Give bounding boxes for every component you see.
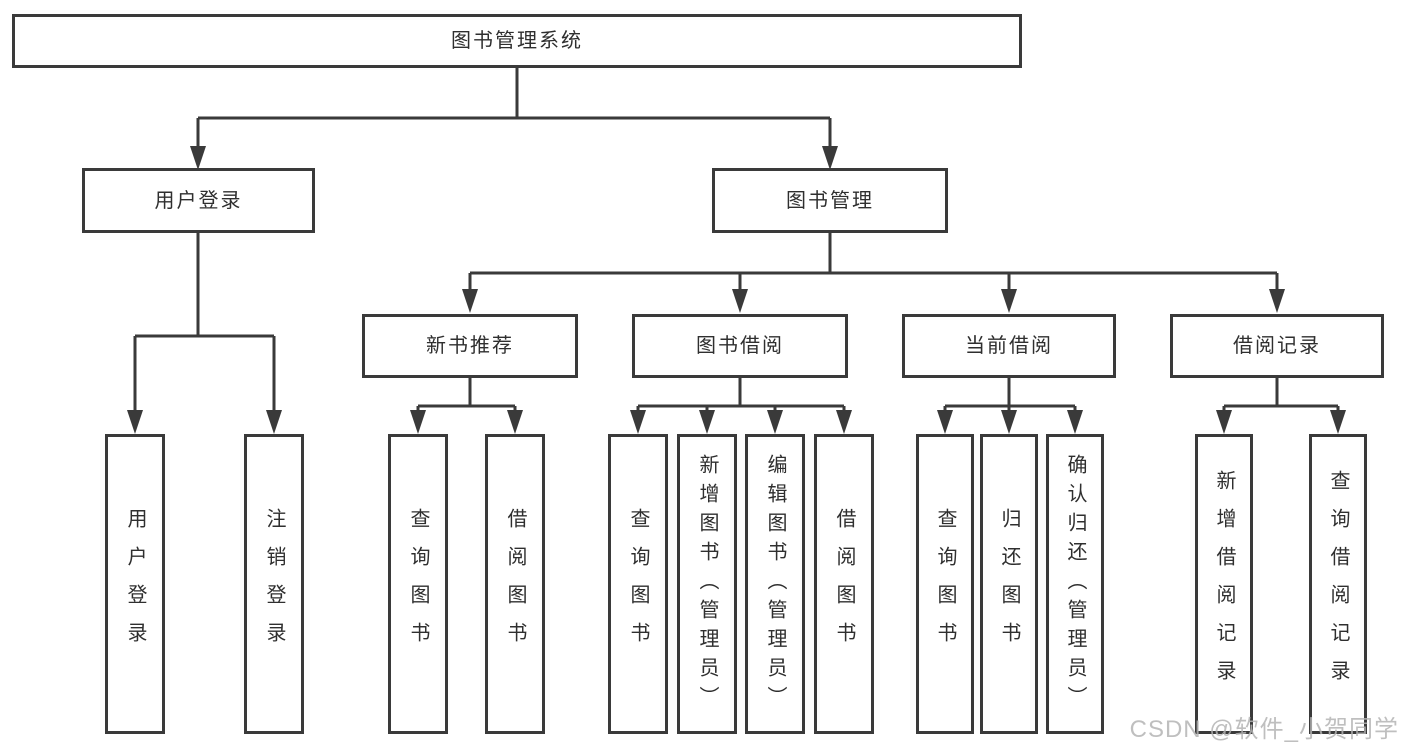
node-book-borrowing: 图书借阅 bbox=[632, 314, 848, 378]
node-borrowing-records: 借阅记录 bbox=[1170, 314, 1384, 378]
leaf-user-login-label: 用户登录 bbox=[124, 508, 146, 660]
node-root: 图书管理系统 bbox=[12, 14, 1022, 68]
node-new-book-recommend: 新书推荐 bbox=[362, 314, 578, 378]
leaf-logout-label: 注销登录 bbox=[263, 508, 285, 660]
leaf-borrowing-query-books-label: 查询图书 bbox=[627, 508, 649, 660]
leaf-edit-books-admin: 编辑图书（管理员） bbox=[745, 434, 805, 734]
node-user-login: 用户登录 bbox=[82, 168, 315, 233]
leaf-edit-books-admin-label: 编辑图书（管理员） bbox=[764, 453, 786, 715]
leaf-query-borrow-record: 查询借阅记录 bbox=[1309, 434, 1367, 734]
node-book-management-label: 图书管理 bbox=[786, 189, 874, 212]
leaf-return-books-label: 归还图书 bbox=[998, 508, 1020, 660]
node-borrowing-records-label: 借阅记录 bbox=[1233, 335, 1321, 357]
leaf-current-query-books-label: 查询图书 bbox=[934, 508, 956, 660]
node-book-management: 图书管理 bbox=[712, 168, 948, 233]
leaf-add-borrow-record-label: 新增借阅记录 bbox=[1213, 470, 1235, 698]
arrowheads bbox=[127, 146, 1346, 434]
node-book-borrowing-label: 图书借阅 bbox=[696, 335, 784, 357]
leaf-add-borrow-record: 新增借阅记录 bbox=[1195, 434, 1253, 734]
leaf-recommend-query-books-label: 查询图书 bbox=[407, 508, 429, 660]
leaf-add-books-admin-label: 新增图书（管理员） bbox=[696, 453, 718, 715]
node-current-borrowing-label: 当前借阅 bbox=[965, 335, 1053, 357]
leaf-confirm-return-admin-label: 确认归还（管理员） bbox=[1064, 453, 1086, 715]
leaf-user-login: 用户登录 bbox=[105, 434, 165, 734]
leaf-recommend-borrow-books: 借阅图书 bbox=[485, 434, 545, 734]
leaf-confirm-return-admin: 确认归还（管理员） bbox=[1046, 434, 1104, 734]
leaf-recommend-borrow-books-label: 借阅图书 bbox=[504, 508, 526, 660]
node-new-book-recommend-label: 新书推荐 bbox=[426, 335, 514, 357]
node-current-borrowing: 当前借阅 bbox=[902, 314, 1116, 378]
leaf-borrowing-query-books: 查询图书 bbox=[608, 434, 668, 734]
leaf-borrow-books-label: 借阅图书 bbox=[833, 508, 855, 660]
leaf-add-books-admin: 新增图书（管理员） bbox=[677, 434, 737, 734]
leaf-logout: 注销登录 bbox=[244, 434, 304, 734]
leaf-return-books: 归还图书 bbox=[980, 434, 1038, 734]
leaf-borrow-books: 借阅图书 bbox=[814, 434, 874, 734]
leaf-current-query-books: 查询图书 bbox=[916, 434, 974, 734]
node-user-login-label: 用户登录 bbox=[154, 189, 243, 212]
leaf-recommend-query-books: 查询图书 bbox=[388, 434, 448, 734]
leaf-query-borrow-record-label: 查询借阅记录 bbox=[1327, 470, 1349, 698]
node-root-label: 图书管理系统 bbox=[451, 30, 583, 52]
